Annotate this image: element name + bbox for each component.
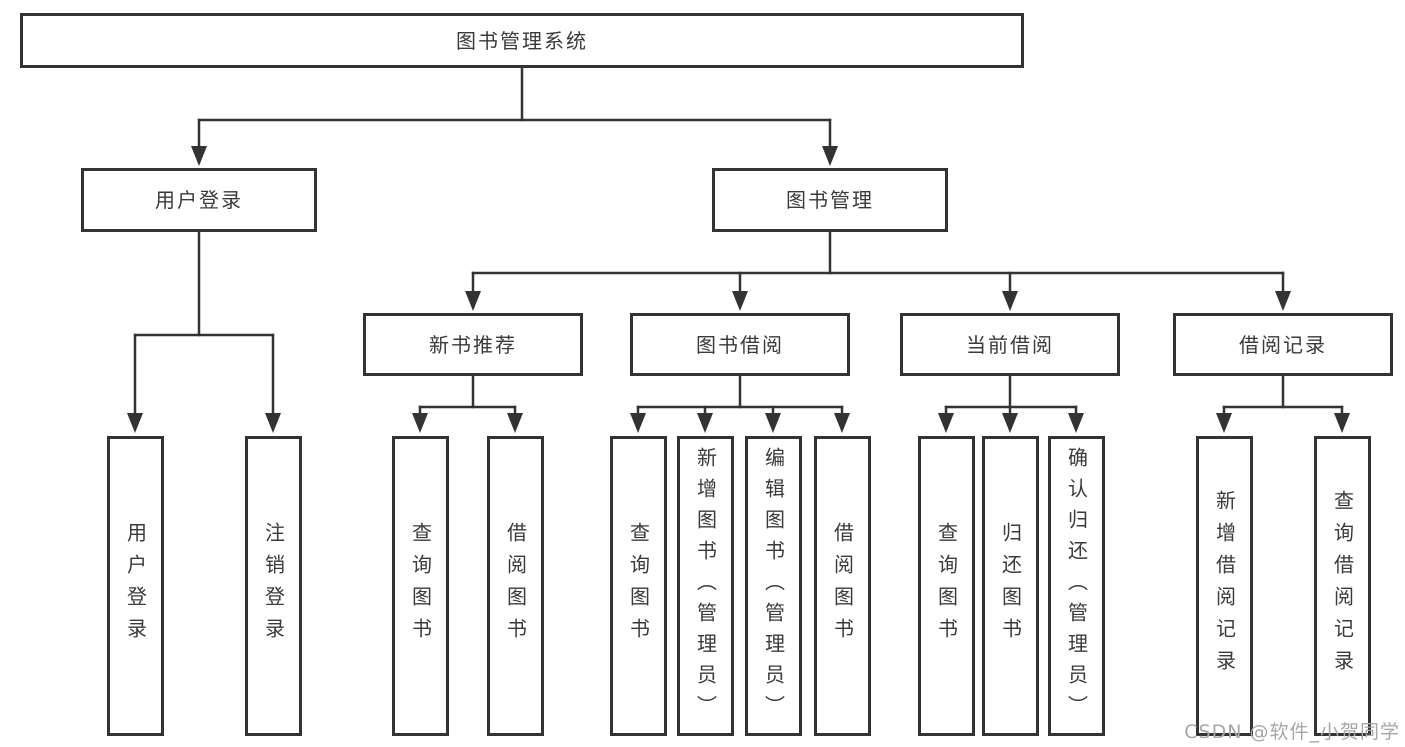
node-leaf-borrow-books-bb: 借阅图书 <box>814 436 871 736</box>
node-book-borrow: 图书借阅 <box>630 313 850 376</box>
arrowhead-down-icon <box>1216 413 1232 433</box>
node-current-borrow: 当前借阅 <box>900 313 1120 376</box>
arrowhead-down-icon <box>1334 413 1350 433</box>
node-library-management-system: 图书管理系统 <box>20 13 1024 68</box>
node-leaf-add-books-admin: 新增图书（管理员） <box>677 436 734 736</box>
node-leaf-confirm-return-admin: 确认归还（管理员） <box>1048 436 1105 736</box>
arrowhead-down-icon <box>507 413 523 433</box>
arrowhead-down-icon <box>265 413 281 433</box>
node-leaf-add-borrow-record: 新增借阅记录 <box>1196 436 1253 736</box>
arrowhead-down-icon <box>630 413 646 433</box>
arrowhead-down-icon <box>1275 291 1291 311</box>
node-borrow-records: 借阅记录 <box>1173 313 1393 376</box>
node-leaf-query-books-rec: 查询图书 <box>392 436 449 736</box>
arrowhead-down-icon <box>465 291 481 311</box>
arrowhead-down-icon <box>834 413 850 433</box>
node-leaf-edit-books-admin: 编辑图书（管理员） <box>745 436 802 736</box>
node-leaf-query-books-bb: 查询图书 <box>610 436 667 736</box>
arrowhead-down-icon <box>697 413 713 433</box>
arrowhead-down-icon <box>765 413 781 433</box>
node-new-book-recommend: 新书推荐 <box>363 313 583 376</box>
node-leaf-borrow-books-rec: 借阅图书 <box>487 436 544 736</box>
arrowhead-down-icon <box>1068 413 1084 433</box>
arrowhead-down-icon <box>938 413 954 433</box>
node-leaf-query-books-cb: 查询图书 <box>918 436 975 736</box>
node-leaf-user-login: 用户登录 <box>107 436 164 736</box>
node-leaf-query-borrow-record: 查询借阅记录 <box>1314 436 1371 736</box>
csdn-watermark: CSDN @软件_小贺同学 <box>1184 721 1400 743</box>
arrowhead-down-icon <box>191 146 207 166</box>
node-user-login: 用户登录 <box>81 168 317 232</box>
node-leaf-return-books: 归还图书 <box>982 436 1039 736</box>
arrowhead-down-icon <box>1002 291 1018 311</box>
arrowhead-down-icon <box>127 413 143 433</box>
arrowhead-down-icon <box>822 146 838 166</box>
arrowhead-down-icon <box>412 413 428 433</box>
arrowhead-down-icon <box>732 291 748 311</box>
node-book-management: 图书管理 <box>712 168 948 232</box>
node-leaf-logout: 注销登录 <box>245 436 302 736</box>
arrowhead-down-icon <box>1002 413 1018 433</box>
